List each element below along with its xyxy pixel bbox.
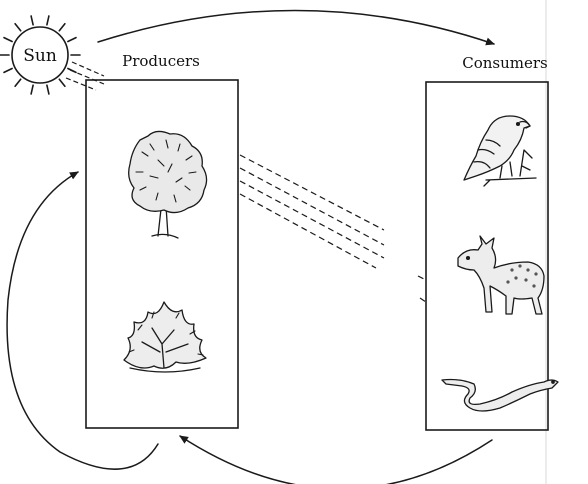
consumers-label: Consumers	[462, 54, 548, 72]
consumers-box	[425, 81, 549, 431]
producers-label: Producers	[122, 52, 200, 70]
arrow-sun-to-consumers	[97, 9, 495, 46]
deer-icon	[457, 235, 545, 315]
sun-ray	[58, 22, 66, 32]
sun-ray	[58, 78, 66, 88]
tree-icon	[128, 130, 208, 239]
sun-ray	[67, 36, 77, 43]
sun-ray	[3, 36, 13, 43]
sun-icon	[0, 15, 81, 95]
sun-label: Sun	[23, 46, 57, 66]
hawk-icon	[463, 115, 537, 187]
sun-ray	[14, 78, 22, 88]
sun-ray	[30, 84, 34, 95]
arrow-consumers-to-producers	[179, 435, 493, 484]
sun-ray	[14, 22, 22, 32]
sun-ray	[30, 15, 34, 26]
snake-icon	[441, 378, 559, 412]
energy-flow-dashes	[239, 154, 427, 303]
producers-box	[85, 79, 239, 429]
sun-ray	[46, 15, 50, 26]
sun-ray	[3, 67, 13, 74]
sunlight-rays	[65, 61, 105, 91]
sun-ray	[46, 84, 50, 95]
shrub-icon	[123, 301, 207, 373]
arrow-recycle-to-producers	[6, 171, 159, 470]
